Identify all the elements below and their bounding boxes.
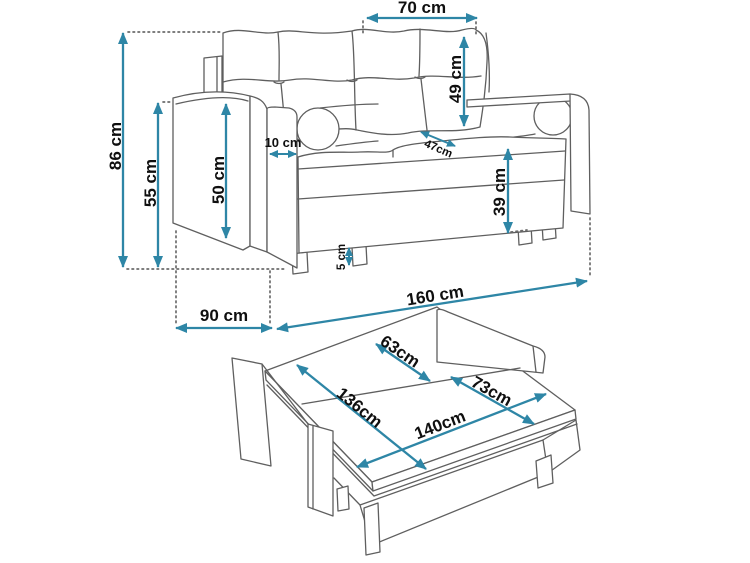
left-armrest-piping <box>175 96 249 105</box>
bed-right-armrest-endcap <box>532 345 537 373</box>
dim-back-width: 70 cm <box>366 0 478 23</box>
dim-overall-height: 86 cm <box>106 32 128 268</box>
dim-label: 39 cm <box>490 168 509 216</box>
bed-leg-front <box>363 502 381 556</box>
seat-band-seams <box>297 149 566 200</box>
left-armrest-inner-panel <box>266 106 298 269</box>
dim-overall-depth: 90 cm <box>175 306 273 333</box>
left-bolster-body <box>319 103 379 147</box>
dim-label: 55 cm <box>141 159 160 207</box>
dim-backrest-height: 49 cm <box>446 36 469 127</box>
dim-label: 5 cm <box>336 244 348 270</box>
dim-base-height: 39 cm <box>490 148 513 234</box>
dim-label: 49 cm <box>446 55 465 103</box>
dim-armrest-width: 10 cm <box>265 135 302 158</box>
bed-box-right-end <box>542 419 581 474</box>
cushion-center-seam <box>351 30 357 131</box>
dim-armrest-front-height: 50 cm <box>209 103 231 239</box>
dim-armrest-height: 55 cm <box>141 102 163 268</box>
bed-left-armrest-front-strip <box>307 423 334 517</box>
bed-left-armrest-outer <box>231 357 272 467</box>
extension-guides <box>126 20 591 326</box>
dim-label: 50 cm <box>209 156 228 204</box>
right-armrest-face <box>569 93 591 215</box>
dim-label: 70 cm <box>398 0 446 17</box>
sofa-line-drawing <box>172 27 591 275</box>
dim-arrow <box>356 392 547 469</box>
back-frame-corner <box>485 32 491 93</box>
dim-label: 10 cm <box>265 135 302 150</box>
left-bolster-pillow <box>296 107 340 151</box>
dim-arrow <box>420 131 456 147</box>
bed-leg-right <box>535 454 554 489</box>
dim-arrow <box>276 277 588 333</box>
cushion-tuft-pinches <box>273 76 426 85</box>
dim-leg-height: 5 cm <box>336 244 353 270</box>
left-armrest-top-band <box>249 95 268 253</box>
bed-right-armrest <box>436 308 546 374</box>
dim-label: 86 cm <box>106 122 125 170</box>
bed-foot-left <box>336 485 350 512</box>
dim-label: 90 cm <box>200 306 248 325</box>
